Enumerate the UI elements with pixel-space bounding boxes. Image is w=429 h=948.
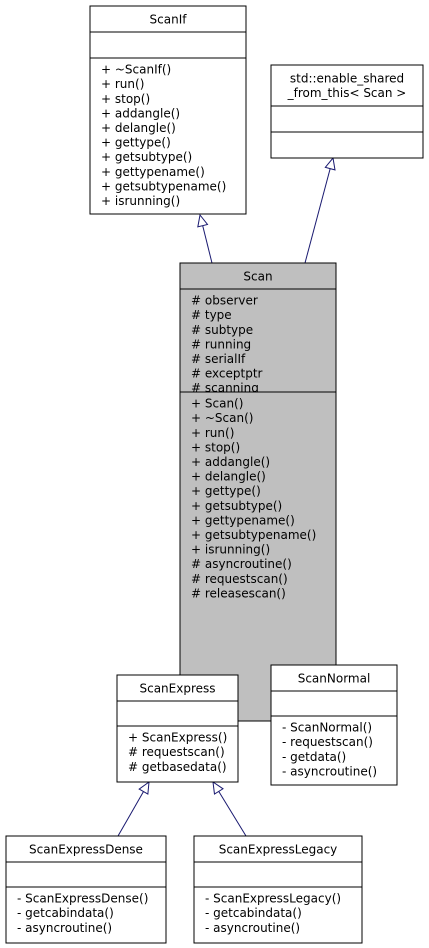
class-method: # asyncroutine(): [191, 557, 292, 571]
class-method: - ScanNormal(): [282, 721, 372, 735]
class-attributes-section: [5, 861, 167, 888]
class-method: + getsubtypename(): [191, 528, 316, 542]
class-method: # releasescan(): [191, 586, 286, 600]
class-method: - getcabindata(): [205, 906, 302, 920]
inheritance-line: [117, 791, 144, 837]
class-method: # requestscan(): [191, 572, 288, 586]
class-attribute: # serialIf: [191, 352, 246, 366]
class-attribute: # type: [191, 308, 232, 322]
class-title-section: [89, 5, 247, 33]
class-attribute: # exceptptr: [191, 367, 263, 381]
class-method: + getsubtype(): [191, 499, 282, 513]
class-method: + gettypename(): [101, 165, 205, 179]
class-attributes-section: [89, 31, 247, 59]
class-method: - requestscan(): [282, 735, 373, 749]
class-methods-section: [5, 886, 167, 944]
class-title-section: [193, 835, 363, 863]
class-method: # getbasedata(): [128, 760, 227, 774]
class-title: ScanExpress: [139, 681, 215, 695]
class-method: + addangle(): [191, 455, 270, 469]
class-methods-section: [270, 131, 424, 159]
inheritance-arrowhead: [324, 156, 336, 171]
class-node-scannormal: ScanNormal- ScanNormal()- requestscan()-…: [270, 664, 398, 786]
class-method: + addangle(): [101, 106, 180, 120]
class-method: - ScanExpressDense(): [17, 892, 148, 906]
class-method: + ~ScanIf(): [101, 63, 171, 77]
class-attribute: # observer: [191, 294, 258, 308]
inheritance-line: [202, 225, 213, 264]
class-attributes-section: [193, 861, 363, 888]
class-method: + stop(): [191, 440, 240, 454]
class-attributes-section: [179, 288, 337, 393]
edge-scan-to-enable_shared: [304, 156, 336, 264]
class-node-scanexpress: ScanExpress + ScanExpress()# requestscan(…: [116, 674, 239, 783]
class-method: + Scan(): [191, 397, 243, 411]
edge-scanexpresslegacy-to-scanexpress: [212, 780, 247, 837]
class-method: + delangle(): [191, 470, 266, 484]
class-method: + ScanExpress(): [128, 731, 227, 745]
class-title: ScanNormal: [298, 671, 371, 685]
inheritance-arrowhead: [138, 780, 150, 795]
class-method: + delangle(): [101, 121, 176, 135]
class-method: + gettypename(): [191, 513, 295, 527]
class-node-scanif: ScanIf + ~ScanIf()+ run()+ stop()+ addang…: [89, 5, 247, 215]
class-nodes: ScanIf+ ~ScanIf()+ run()+ stop()+ addang…: [5, 5, 424, 944]
class-method: - asyncroutine(): [205, 921, 300, 935]
class-node-scanexpresslegacy: ScanExpressLegacy- ScanExpressLegacy()- …: [193, 835, 363, 944]
class-node-scan: Scan# observer# type# subtype# running# …: [179, 262, 337, 722]
class-method: - asyncroutine(): [282, 764, 377, 778]
class-method: + run(): [191, 426, 234, 440]
class-attributes-section: [270, 690, 398, 717]
class-title: ScanExpressDense: [29, 842, 143, 856]
class-methods-section: [270, 715, 398, 786]
inheritance-arrowhead: [197, 213, 209, 228]
inheritance-arrowhead: [212, 780, 224, 795]
class-title: ScanExpressLegacy: [219, 842, 338, 856]
class-methods-section: [116, 725, 239, 783]
class-method: + isrunning(): [101, 194, 180, 208]
edge-scanexpressdense-to-scanexpress: [117, 780, 150, 837]
class-title-section: [116, 674, 239, 702]
class-methods-section: [89, 57, 247, 215]
class-method: + run(): [101, 77, 144, 91]
class-title: Scan: [243, 269, 272, 283]
class-method: - ScanExpressLegacy(): [205, 892, 341, 906]
class-attribute: # running: [191, 337, 251, 351]
class-method: + stop(): [101, 92, 150, 106]
class-title: _from_this< Scan >: [287, 86, 407, 100]
class-method: # requestscan(): [128, 745, 225, 759]
class-title: ScanIf: [150, 12, 188, 26]
inheritance-line: [218, 791, 247, 837]
class-title-section: [5, 835, 167, 863]
class-node-scanexpressdense: ScanExpressDense - ScanExpressDense()- ge…: [5, 835, 167, 944]
class-method: + getsubtypename(): [101, 179, 226, 193]
class-title: std::enable_shared: [290, 72, 404, 86]
class-method: + gettype(): [101, 136, 171, 150]
class-method: - getcabindata(): [17, 906, 114, 920]
class-attributes-section: [116, 700, 239, 727]
class-title-section: [270, 64, 424, 107]
class-method: - asyncroutine(): [17, 921, 112, 935]
edge-scan-to-scanif: [197, 213, 213, 264]
class-methods-section: [193, 886, 363, 944]
class-method: + isrunning(): [191, 543, 270, 557]
class-method: + ~Scan(): [191, 411, 253, 425]
class-attribute: # subtype: [191, 323, 253, 337]
inheritance-line: [304, 168, 331, 264]
class-method: + getsubtype(): [101, 150, 192, 164]
class-method: + gettype(): [191, 484, 261, 498]
class-node-enable_shared: std::enable_shared_from_this< Scan >: [270, 64, 424, 159]
class-attributes-section: [270, 105, 424, 133]
class-method: - getdata(): [282, 750, 346, 764]
